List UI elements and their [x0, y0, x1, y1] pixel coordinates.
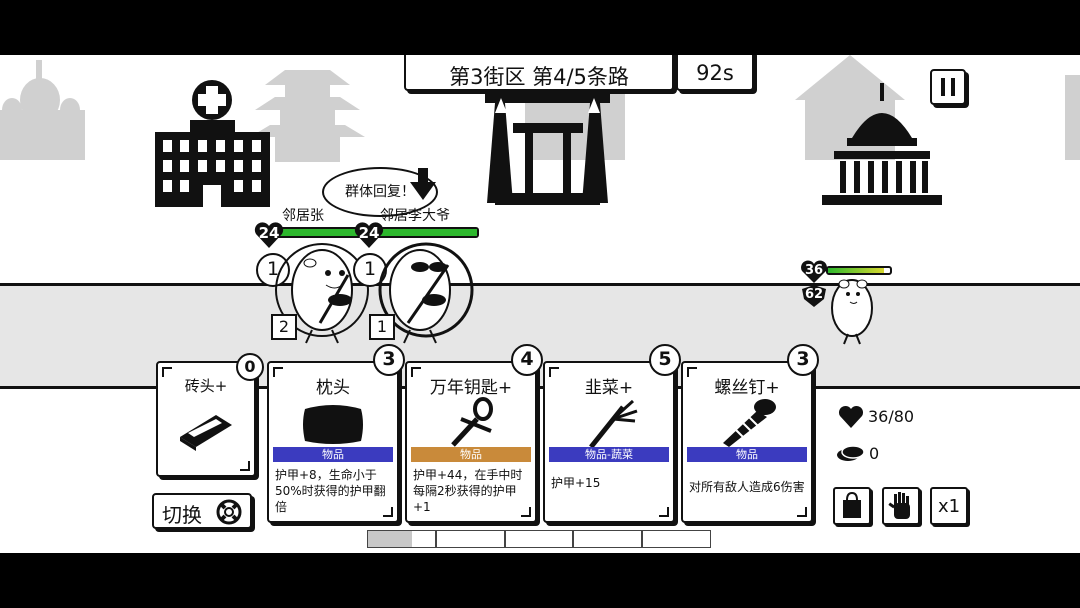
- ally-hp-value: 24: [258, 224, 280, 242]
- card-description: 对所有敌人造成6伤害: [689, 480, 805, 494]
- coins-icon: [837, 445, 865, 461]
- card-description: 护甲+44，在手中时每隔2秒获得的护甲+1: [413, 468, 523, 514]
- brick-icon: [180, 415, 232, 451]
- ally-name: 邻居张: [282, 208, 324, 224]
- wave-progress-segment: [435, 530, 505, 548]
- hand-button[interactable]: [882, 487, 920, 525]
- capitol-building: [822, 83, 942, 205]
- card-cost: 5: [649, 344, 681, 376]
- bag-button[interactable]: [833, 487, 871, 525]
- heart-icon: 24: [353, 220, 385, 250]
- gate-building: [485, 93, 610, 205]
- wave-progress-segment: [367, 530, 436, 548]
- lifebuoy-icon: [216, 499, 242, 525]
- ally-level: 1: [256, 253, 290, 287]
- switch-label: 切换: [162, 503, 202, 527]
- heart-icon: 36: [799, 259, 829, 285]
- speed-label: x1: [937, 496, 961, 517]
- card-corner: [240, 461, 250, 471]
- player-hp: 36/80: [868, 407, 915, 426]
- player-coins: 0: [869, 444, 880, 463]
- speech-text: 群体回复！: [345, 184, 415, 200]
- wave-progress-fill: [367, 530, 412, 548]
- card-description: 护甲+8，生命小于50%时获得的护甲翻倍: [275, 468, 386, 514]
- pillow-icon: [303, 405, 363, 444]
- enemy-character-sprite: [831, 279, 873, 345]
- draw-pile-card[interactable]: 砖头+: [156, 361, 256, 477]
- card-description: 护甲+15: [551, 476, 601, 490]
- card-name: 枕头: [316, 378, 350, 398]
- ally-count: 2: [271, 314, 297, 340]
- hospital-building: [155, 80, 270, 207]
- timer-panel: 92s: [676, 55, 754, 91]
- card-corner: [687, 367, 697, 377]
- card-type-band: 物品: [411, 447, 531, 462]
- card-name: 螺丝钉+: [714, 378, 780, 398]
- card-corner: [383, 507, 393, 517]
- leek-icon: [589, 399, 638, 449]
- card-type-band: 物品-蔬菜: [549, 447, 669, 462]
- speed-button[interactable]: x1: [930, 487, 968, 525]
- wave-progress-bar: [367, 530, 711, 548]
- game-stage: 第3街区 第4/5条路 92s 邻居张 24 1 2: [0, 55, 1080, 553]
- ankh-key-icon: [451, 397, 493, 447]
- draw-pile-name: 砖头+: [184, 377, 228, 395]
- shield-icon: 62: [800, 283, 828, 309]
- card-name: 韭菜+: [584, 378, 634, 398]
- card-screw[interactable]: 螺丝钉+ 物品 对所有敌人造成6伤害: [681, 361, 813, 523]
- heart-icon: [838, 405, 864, 428]
- card-corner: [797, 507, 807, 517]
- card-cost: 4: [511, 344, 543, 376]
- card-corner: [162, 367, 172, 377]
- screw-icon: [723, 399, 776, 447]
- card-corner: [521, 507, 531, 517]
- card-corner: [659, 507, 669, 517]
- card-corner: [273, 367, 283, 377]
- bag-icon: [843, 491, 861, 518]
- enemy-shield-value: 62: [804, 287, 824, 302]
- heart-icon: 24: [253, 220, 285, 250]
- wave-progress-segment: [504, 530, 574, 548]
- location-label: 第3街区 第4/5条路: [449, 65, 629, 89]
- card-cost: 3: [373, 344, 405, 376]
- pause-button[interactable]: [930, 69, 966, 105]
- arrow-down-icon: [410, 168, 436, 200]
- enemy-hp-value: 36: [804, 263, 824, 278]
- card-ancient-key[interactable]: 万年钥匙+ 物品 护甲+44，在手中时每隔2秒获得的护甲+1: [405, 361, 537, 523]
- ally-character-sprite: [378, 242, 474, 344]
- card-leek[interactable]: 韭菜+ 物品-蔬菜 护甲+15: [543, 361, 675, 523]
- ally-name: 邻居李大爷: [380, 208, 450, 224]
- location-panel: 第3街区 第4/5条路: [404, 55, 674, 91]
- card-pillow[interactable]: 枕头 物品 护甲+8，生命小于50%时获得的护甲翻倍: [267, 361, 399, 523]
- timer-label: 92s: [696, 61, 734, 85]
- draw-pile-count: 0: [236, 353, 264, 381]
- ally-hp-value: 24: [358, 224, 380, 242]
- card-type-band: 物品: [273, 447, 393, 462]
- card-type-band: 物品: [687, 447, 807, 462]
- ally-character-sprite: [275, 243, 369, 344]
- card-corner: [549, 367, 559, 377]
- card-corner: [411, 367, 421, 377]
- switch-button[interactable]: 切换: [152, 493, 252, 529]
- pause-icon: [941, 78, 945, 96]
- wave-progress-segment: [573, 530, 643, 548]
- enemy-hp-bar: [826, 266, 892, 275]
- card-name: 万年钥匙+: [429, 378, 513, 398]
- hand-icon: [888, 492, 910, 519]
- wave-progress-segment: [642, 530, 711, 548]
- card-cost: 3: [787, 344, 819, 376]
- ally-count: 1: [369, 314, 395, 340]
